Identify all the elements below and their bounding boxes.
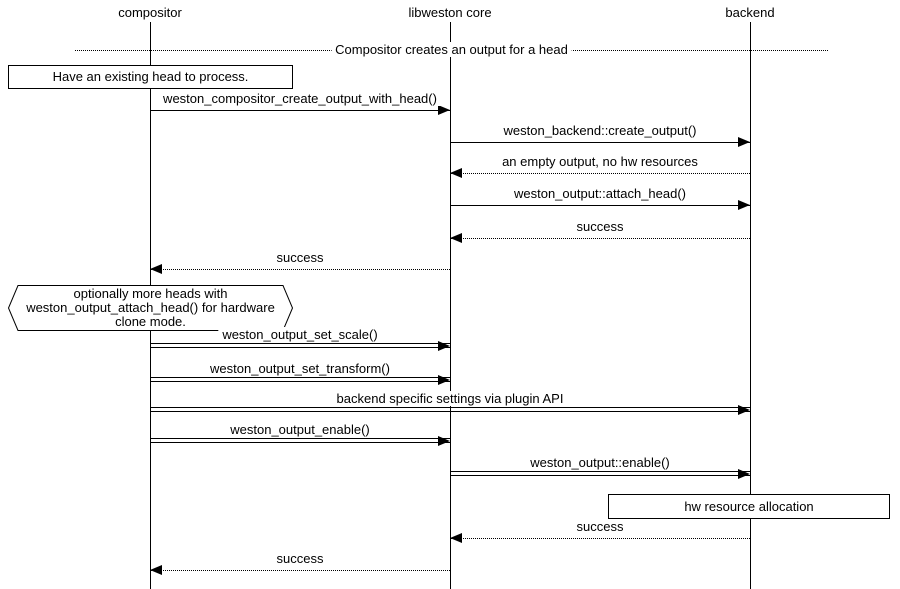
note-text-line: weston_output_attach_head() for hardware	[26, 300, 275, 315]
message-line	[150, 110, 450, 111]
lifeline-backend	[750, 22, 751, 589]
message-label: success	[572, 219, 628, 234]
message-label: weston_compositor_create_output_with_hea…	[159, 91, 441, 106]
message-line	[450, 471, 750, 476]
message-line	[150, 570, 450, 571]
message-line	[150, 407, 750, 412]
message-label: an empty output, no hw resources	[498, 154, 702, 169]
actor-label-libweston-core: libweston core	[408, 5, 492, 20]
message-arrowhead	[438, 436, 450, 446]
message-line	[450, 173, 750, 174]
message-line	[450, 205, 750, 206]
message-line	[150, 438, 450, 443]
message-line	[150, 343, 450, 348]
message-arrowhead	[438, 341, 450, 351]
message-arrowhead	[438, 375, 450, 385]
note-text-line: optionally more heads with	[73, 286, 228, 301]
lifeline-libweston-core	[450, 22, 451, 589]
note-box: hw resource allocation	[608, 494, 890, 519]
message-arrowhead	[738, 405, 750, 415]
message-label: success	[272, 250, 328, 265]
actor-label-backend: backend	[725, 5, 775, 20]
divider-label: Compositor creates an output for a head	[331, 42, 572, 57]
message-arrowhead	[450, 233, 462, 243]
message-label: weston_output::enable()	[526, 455, 674, 470]
message-label: success	[272, 551, 328, 566]
message-line	[150, 377, 450, 382]
message-arrowhead	[150, 565, 162, 575]
message-arrowhead	[450, 168, 462, 178]
message-label: weston_output::attach_head()	[509, 186, 691, 201]
message-line	[450, 142, 750, 143]
message-arrowhead	[738, 469, 750, 479]
actor-label-compositor: compositor	[118, 5, 182, 20]
message-label: backend specific settings via plugin API	[332, 391, 568, 406]
message-label: weston_backend::create_output()	[499, 123, 701, 138]
message-arrowhead	[738, 137, 750, 147]
message-arrowhead	[450, 533, 462, 543]
message-label: success	[572, 519, 628, 534]
message-arrowhead	[438, 105, 450, 115]
message-label: weston_output_set_transform()	[206, 361, 394, 376]
message-line	[150, 269, 450, 270]
note-text-line: hw resource allocation	[684, 498, 814, 514]
message-line	[450, 538, 750, 539]
message-arrowhead	[150, 264, 162, 274]
message-line	[450, 238, 750, 239]
message-arrowhead	[738, 200, 750, 210]
note-text-line: Have an existing head to process.	[52, 69, 249, 84]
message-label: weston_output_enable()	[226, 422, 374, 437]
note-text-line: clone mode.	[115, 314, 186, 329]
message-label: weston_output_set_scale()	[218, 327, 382, 342]
note-box: Have an existing head to process.	[8, 65, 293, 89]
